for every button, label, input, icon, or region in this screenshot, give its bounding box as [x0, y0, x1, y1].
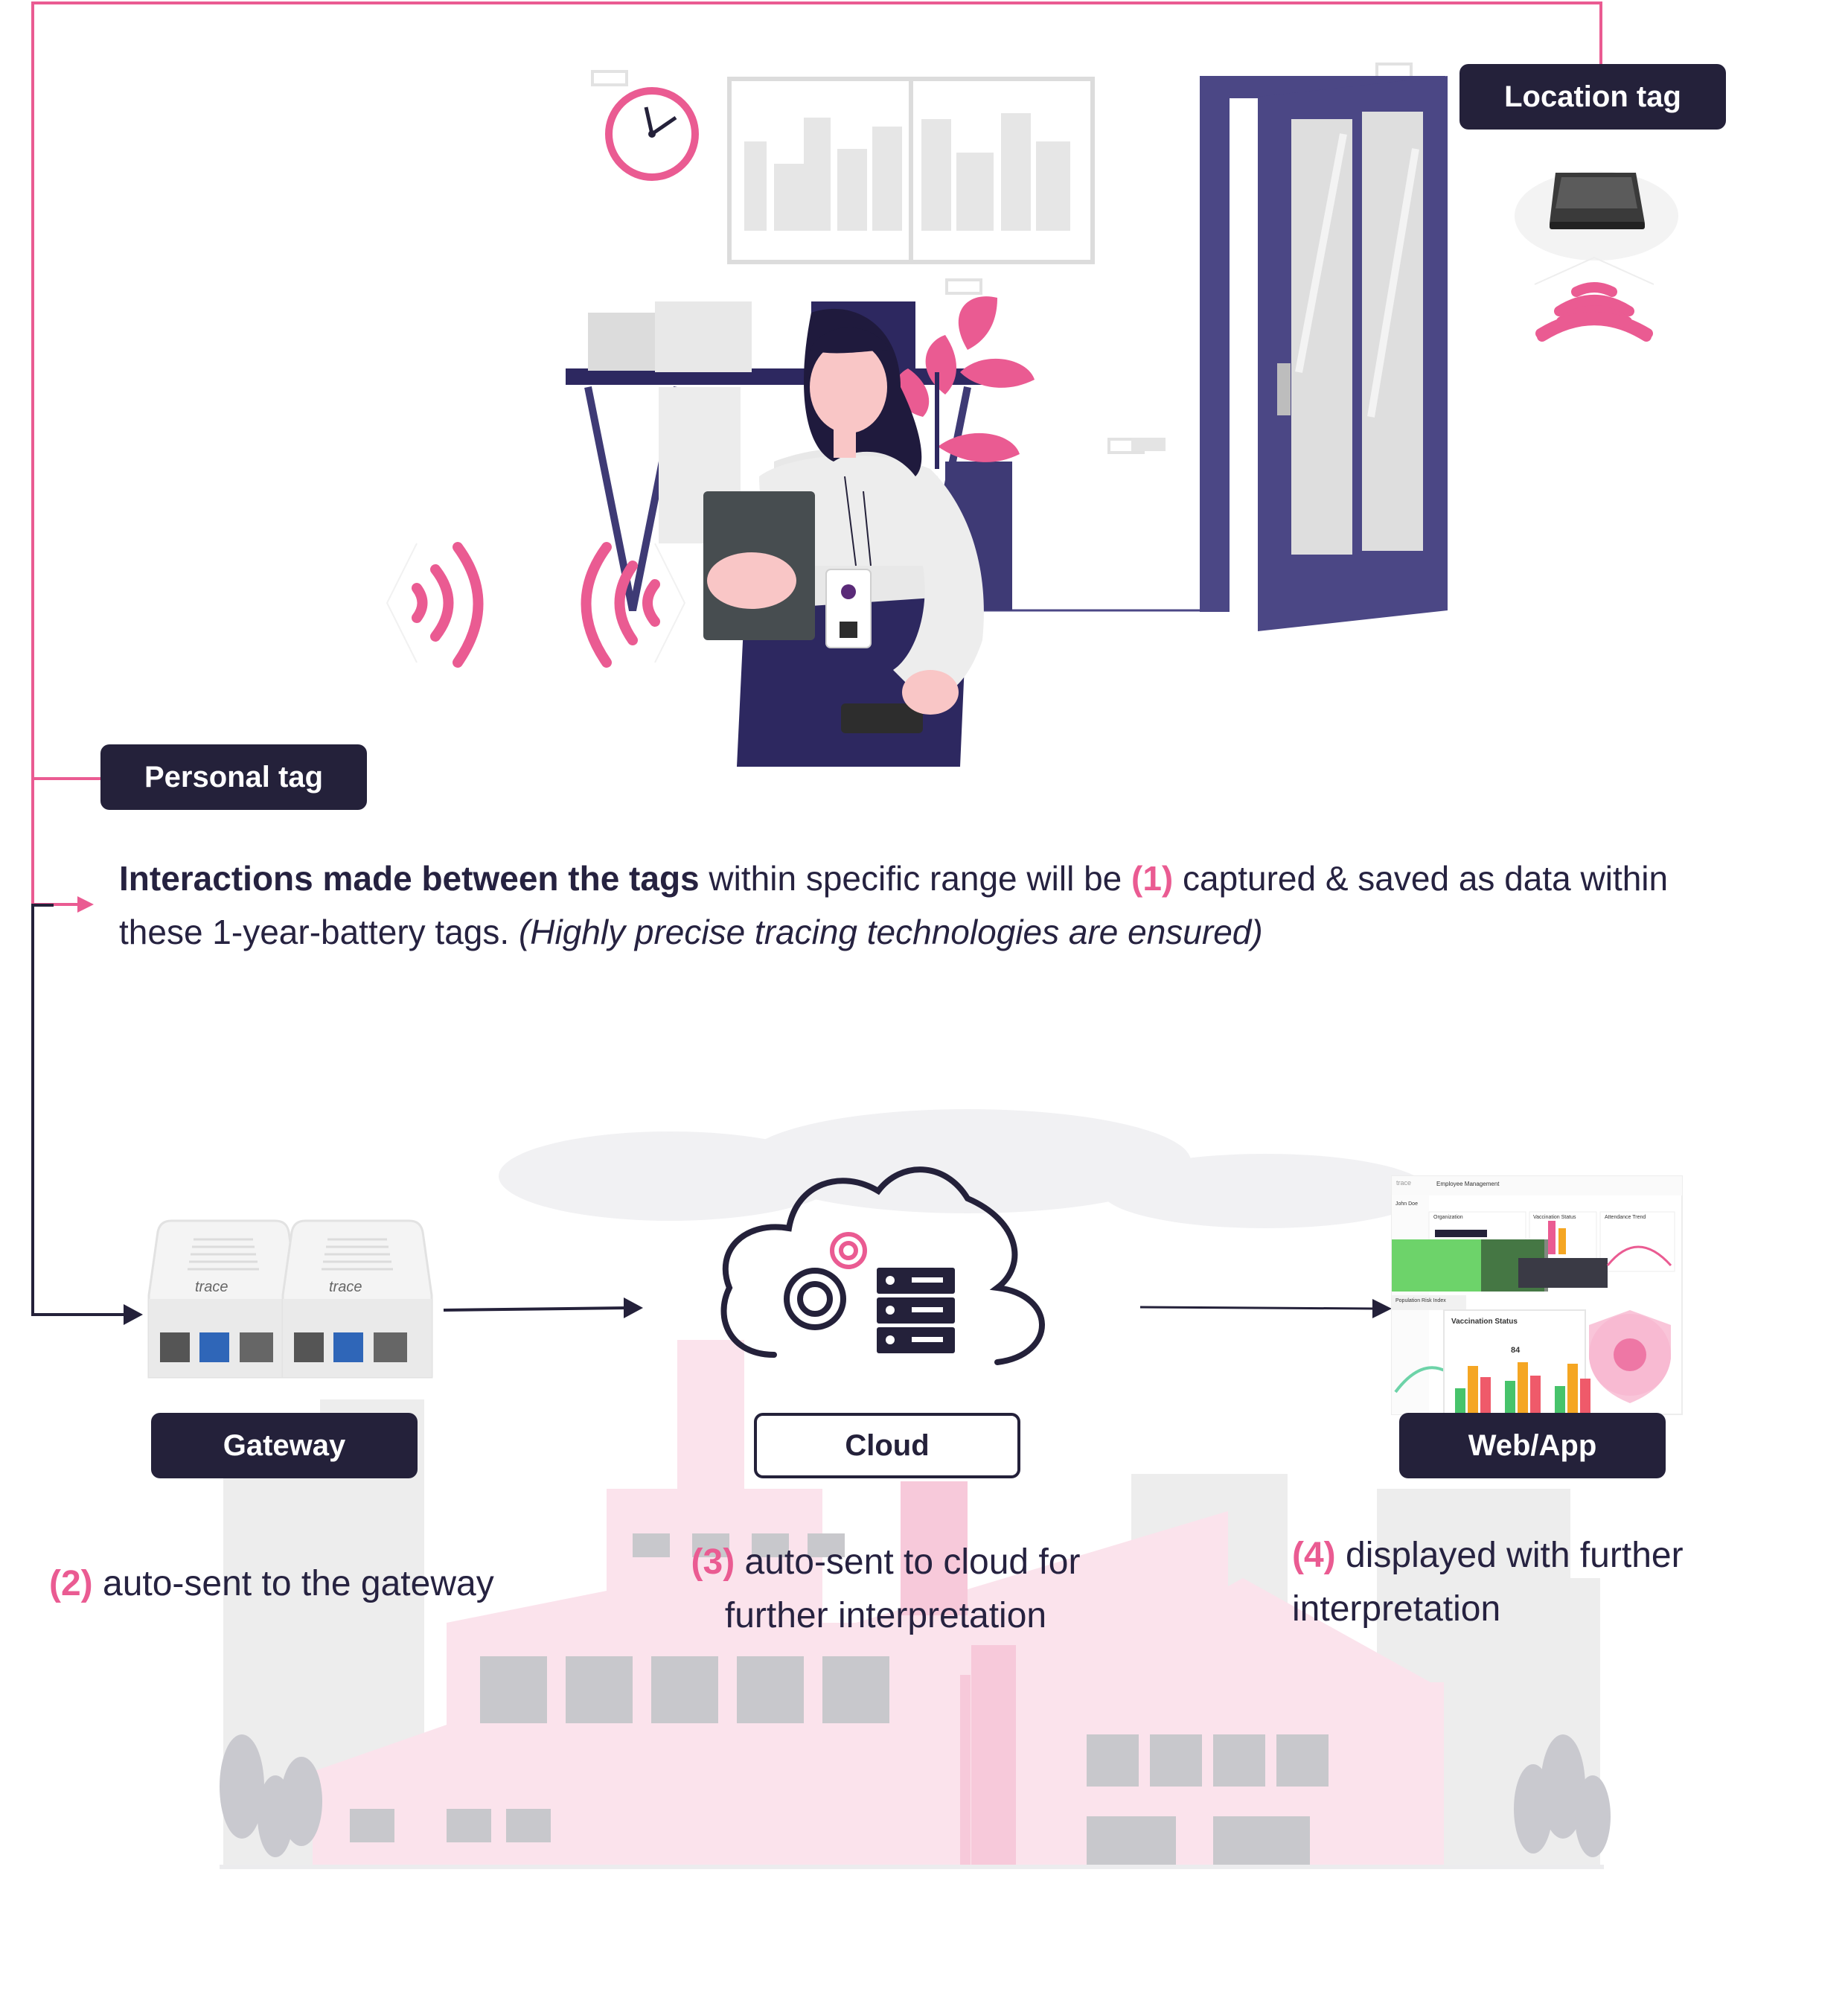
intro-part2: captured & saved as data within these 1-… — [119, 859, 1669, 951]
step-2-text: auto-sent to the gateway — [92, 1564, 494, 1603]
step-4-caption: (4) displayed with further interpretatio… — [1292, 1529, 1739, 1636]
dashboard-header: Employee Management — [1436, 1181, 1500, 1187]
shield-icon — [1589, 1310, 1671, 1403]
gateway-brand-1: trace — [195, 1279, 228, 1295]
step-2-caption: (2) auto-sent to the gateway — [49, 1557, 585, 1611]
dashboard-brand: trace — [1396, 1179, 1412, 1187]
office-window — [727, 77, 1095, 264]
dashboard-attend: Attendance Trend — [1605, 1215, 1646, 1220]
webapp-label: Web/App — [1399, 1413, 1666, 1478]
vaccination-card-title: Vaccination Status — [1451, 1318, 1518, 1326]
gateway-brand-2: trace — [329, 1279, 362, 1295]
step-3-caption: (3) auto-sent to cloud for further inter… — [677, 1536, 1094, 1643]
server-icon — [877, 1268, 955, 1353]
step-number-4: (4) — [1292, 1536, 1336, 1575]
dashboard-user: John Doe — [1395, 1201, 1418, 1207]
intro-paragraph: Interactions made between the tags withi… — [119, 852, 1719, 959]
clock-icon — [605, 87, 699, 181]
step-number-1: (1) — [1131, 859, 1174, 898]
step-number-2: (2) — [49, 1564, 93, 1603]
dashboard-vacc: Vaccination Status — [1533, 1215, 1576, 1220]
intro-italic: (Highly precise tracing technologies are… — [518, 913, 1263, 951]
person-illustration — [703, 308, 984, 767]
gear-icon-pink — [830, 1232, 867, 1269]
step-4-text: displayed with further interpretation — [1292, 1536, 1684, 1629]
dashboard-org: Organization — [1433, 1215, 1463, 1220]
location-tag-label: Location tag — [1459, 64, 1726, 130]
intro-part1: within specific range will be — [699, 859, 1132, 898]
intro-bold: Interactions made between the tags — [119, 859, 700, 898]
gateway-label: Gateway — [151, 1413, 418, 1478]
dashboard-risk: Population Risk Index — [1395, 1298, 1446, 1303]
cloud-label: Cloud — [754, 1413, 1020, 1478]
door — [1200, 76, 1448, 631]
personal-tag-label: Personal tag — [100, 744, 367, 810]
gear-icon — [784, 1268, 846, 1330]
vaccination-card-value: 84 — [1511, 1346, 1521, 1355]
step-number-3: (3) — [691, 1542, 735, 1582]
step-3-text: auto-sent to cloud for further interpret… — [724, 1542, 1081, 1635]
